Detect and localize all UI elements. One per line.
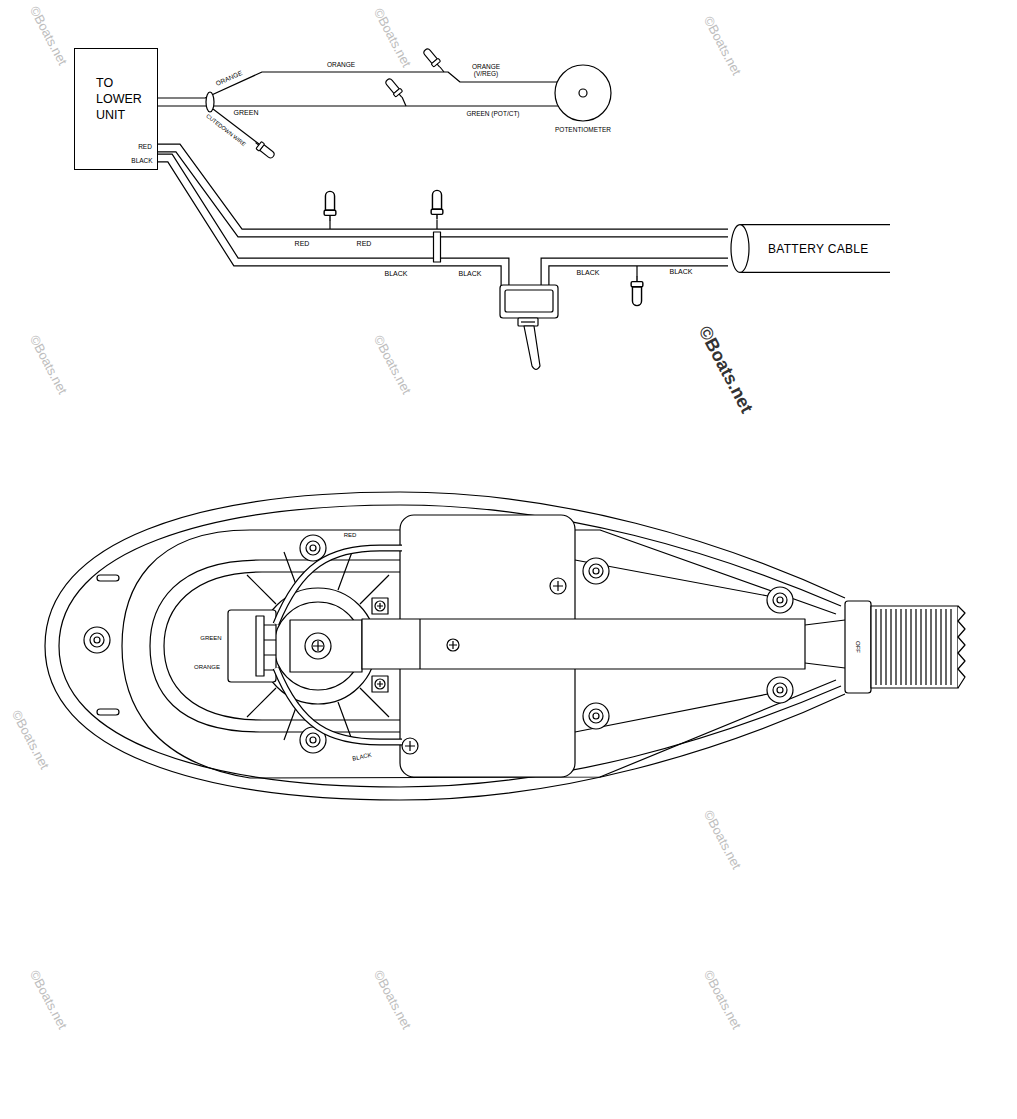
wire-cap bbox=[324, 191, 336, 220]
wire-core bbox=[158, 158, 728, 292]
wire-label: GREEN (POT/CT) bbox=[465, 110, 520, 117]
potentiometer-symbol bbox=[553, 63, 613, 123]
wire-sheath bbox=[206, 92, 214, 112]
watermark: ©Boats.net bbox=[370, 967, 414, 1032]
wire-cap bbox=[384, 77, 405, 100]
battery-cable: BATTERY CABLE bbox=[728, 224, 890, 273]
cable-edge bbox=[740, 272, 890, 273]
wire-label: RED bbox=[137, 143, 153, 150]
watermark: ©Boats.net bbox=[26, 3, 70, 68]
wire-label: RED bbox=[294, 240, 311, 248]
wire-cap bbox=[253, 139, 276, 160]
potentiometer: POTENTIOMETER bbox=[553, 63, 613, 123]
wire-label: BLACK bbox=[130, 157, 153, 164]
toggle-switch bbox=[500, 285, 558, 370]
wire bbox=[158, 106, 558, 107]
wire-label: RED bbox=[343, 532, 358, 539]
wire-cap bbox=[422, 47, 443, 70]
wire-line bbox=[158, 105, 558, 106]
watermark: ©Boats.net bbox=[700, 807, 744, 872]
wire bbox=[158, 148, 728, 233]
watermark: ©Boats.net bbox=[693, 322, 756, 417]
watermark: ©Boats.net bbox=[700, 967, 744, 1032]
node-label: BATTERY CABLE bbox=[768, 242, 869, 256]
wire bbox=[158, 158, 728, 292]
wire-label: BLACK bbox=[576, 269, 601, 277]
node-label: POTENTIOMETER bbox=[555, 126, 611, 133]
potentiometer-body bbox=[555, 65, 611, 121]
wiring-box: TO LOWER UNIT bbox=[74, 48, 158, 170]
watermark: ©Boats.net bbox=[26, 967, 70, 1032]
splice bbox=[434, 232, 441, 262]
cable-end bbox=[731, 225, 749, 273]
watermark: ©Boats.net bbox=[26, 332, 70, 397]
node-label: TO LOWER UNIT bbox=[96, 75, 148, 123]
wire-cap bbox=[631, 276, 643, 305]
watermark: ©Boats.net bbox=[370, 5, 414, 70]
switch-marking: OFF bbox=[855, 640, 862, 654]
potentiometer-shaft bbox=[579, 89, 587, 97]
wire-label: GREEN bbox=[199, 635, 222, 642]
wire-label: ORANGE bbox=[214, 69, 244, 88]
wire-label: CUTEDOWN WIRE bbox=[204, 112, 247, 148]
wire-outline bbox=[158, 148, 728, 233]
wire-label: GREEN bbox=[233, 109, 260, 117]
wire-label: BLACK bbox=[384, 270, 409, 278]
wire-label: ORANGE bbox=[193, 664, 221, 671]
motor-head bbox=[45, 492, 965, 800]
watermark: ©Boats.net bbox=[700, 13, 744, 78]
watermark: ©Boats.net bbox=[370, 332, 414, 397]
wire-core bbox=[158, 148, 728, 233]
wire-label: ORANGE (V/REG) bbox=[467, 63, 505, 77]
watermark: ©Boats.net bbox=[8, 707, 52, 772]
wire-label: BLACK bbox=[351, 752, 374, 763]
wire-label: RED bbox=[356, 240, 373, 248]
wire-label: ORANGE bbox=[326, 61, 356, 68]
cable-edge bbox=[740, 224, 890, 225]
wire-label: BLACK bbox=[669, 268, 694, 276]
wire-cap bbox=[431, 190, 443, 219]
wire-outline bbox=[158, 158, 728, 292]
wire-label: BLACK bbox=[458, 270, 483, 278]
